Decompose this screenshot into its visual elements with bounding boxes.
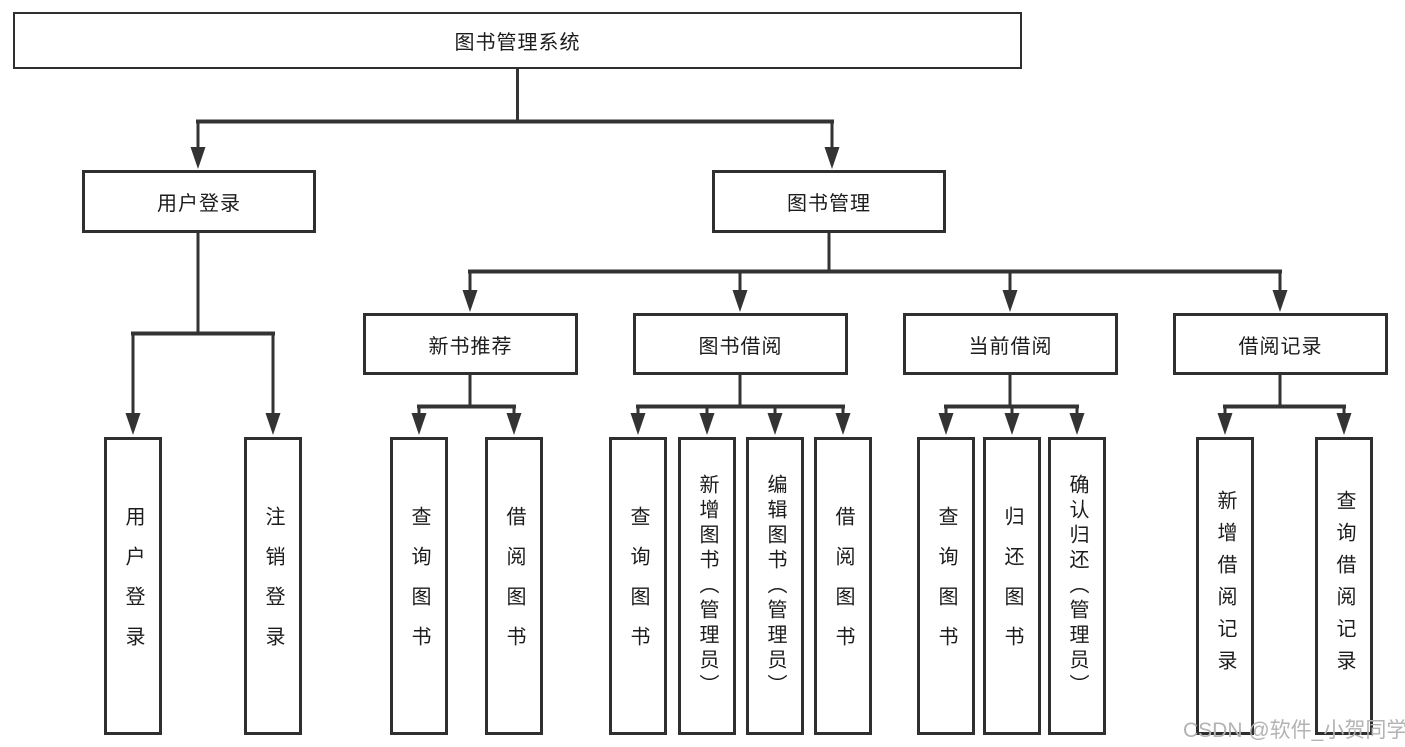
leaf-label: 查询图书 bbox=[408, 506, 430, 666]
node-label: 图书借阅 bbox=[698, 335, 783, 358]
leaf-edit-books-admin: 编辑图书（管理员） bbox=[746, 437, 804, 735]
csdn-watermark: CSDN @软件_小贺同学 bbox=[1183, 719, 1405, 742]
leaf-return-books: 归还图书 bbox=[983, 437, 1041, 735]
leaf-query-books-current: 查询图书 bbox=[917, 437, 975, 735]
leaf-label: 借阅图书 bbox=[832, 506, 854, 666]
node-library-management-system: 图书管理系统 bbox=[13, 12, 1022, 69]
leaf-label: 注销登录 bbox=[262, 506, 284, 666]
leaf-query-books-recommend: 查询图书 bbox=[390, 437, 448, 735]
node-user-login: 用户登录 bbox=[82, 170, 316, 233]
leaf-add-books-admin: 新增图书（管理员） bbox=[678, 437, 736, 735]
leaf-label: 借阅图书 bbox=[503, 506, 525, 666]
node-label: 借阅记录 bbox=[1238, 335, 1323, 358]
leaf-label: 新增借阅记录 bbox=[1214, 490, 1236, 682]
arrowheads bbox=[125, 147, 1352, 435]
node-new-book-recommend: 新书推荐 bbox=[363, 313, 578, 375]
node-label: 当前借阅 bbox=[968, 335, 1053, 358]
leaf-user-login: 用户登录 bbox=[104, 437, 162, 735]
node-borrow-records: 借阅记录 bbox=[1173, 313, 1388, 375]
node-label: 图书管理 bbox=[787, 193, 871, 215]
leaf-label: 查询图书 bbox=[627, 506, 649, 666]
leaf-label: 查询借阅记录 bbox=[1333, 490, 1355, 682]
leaf-label: 归还图书 bbox=[1001, 506, 1023, 666]
leaf-label: 确认归还（管理员） bbox=[1066, 473, 1088, 699]
leaf-add-borrow-record: 新增借阅记录 bbox=[1196, 437, 1254, 735]
leaf-label: 编辑图书（管理员） bbox=[764, 473, 786, 699]
leaf-confirm-return-admin: 确认归还（管理员） bbox=[1048, 437, 1106, 735]
leaf-label: 新增图书（管理员） bbox=[696, 473, 718, 699]
leaf-logout: 注销登录 bbox=[244, 437, 302, 735]
node-book-borrow: 图书借阅 bbox=[633, 313, 848, 375]
node-current-borrow: 当前借阅 bbox=[903, 313, 1118, 375]
leaf-label: 查询图书 bbox=[935, 506, 957, 666]
leaf-label: 用户登录 bbox=[122, 506, 144, 666]
leaf-borrow-books-recommend: 借阅图书 bbox=[485, 437, 543, 735]
node-label: 图书管理系统 bbox=[454, 32, 581, 54]
node-book-management: 图书管理 bbox=[712, 170, 946, 233]
node-label: 用户登录 bbox=[157, 193, 241, 215]
node-label: 新书推荐 bbox=[428, 335, 513, 358]
leaf-query-books-borrow: 查询图书 bbox=[609, 437, 667, 735]
leaf-borrow-books: 借阅图书 bbox=[814, 437, 872, 735]
leaf-query-borrow-record: 查询借阅记录 bbox=[1315, 437, 1373, 735]
